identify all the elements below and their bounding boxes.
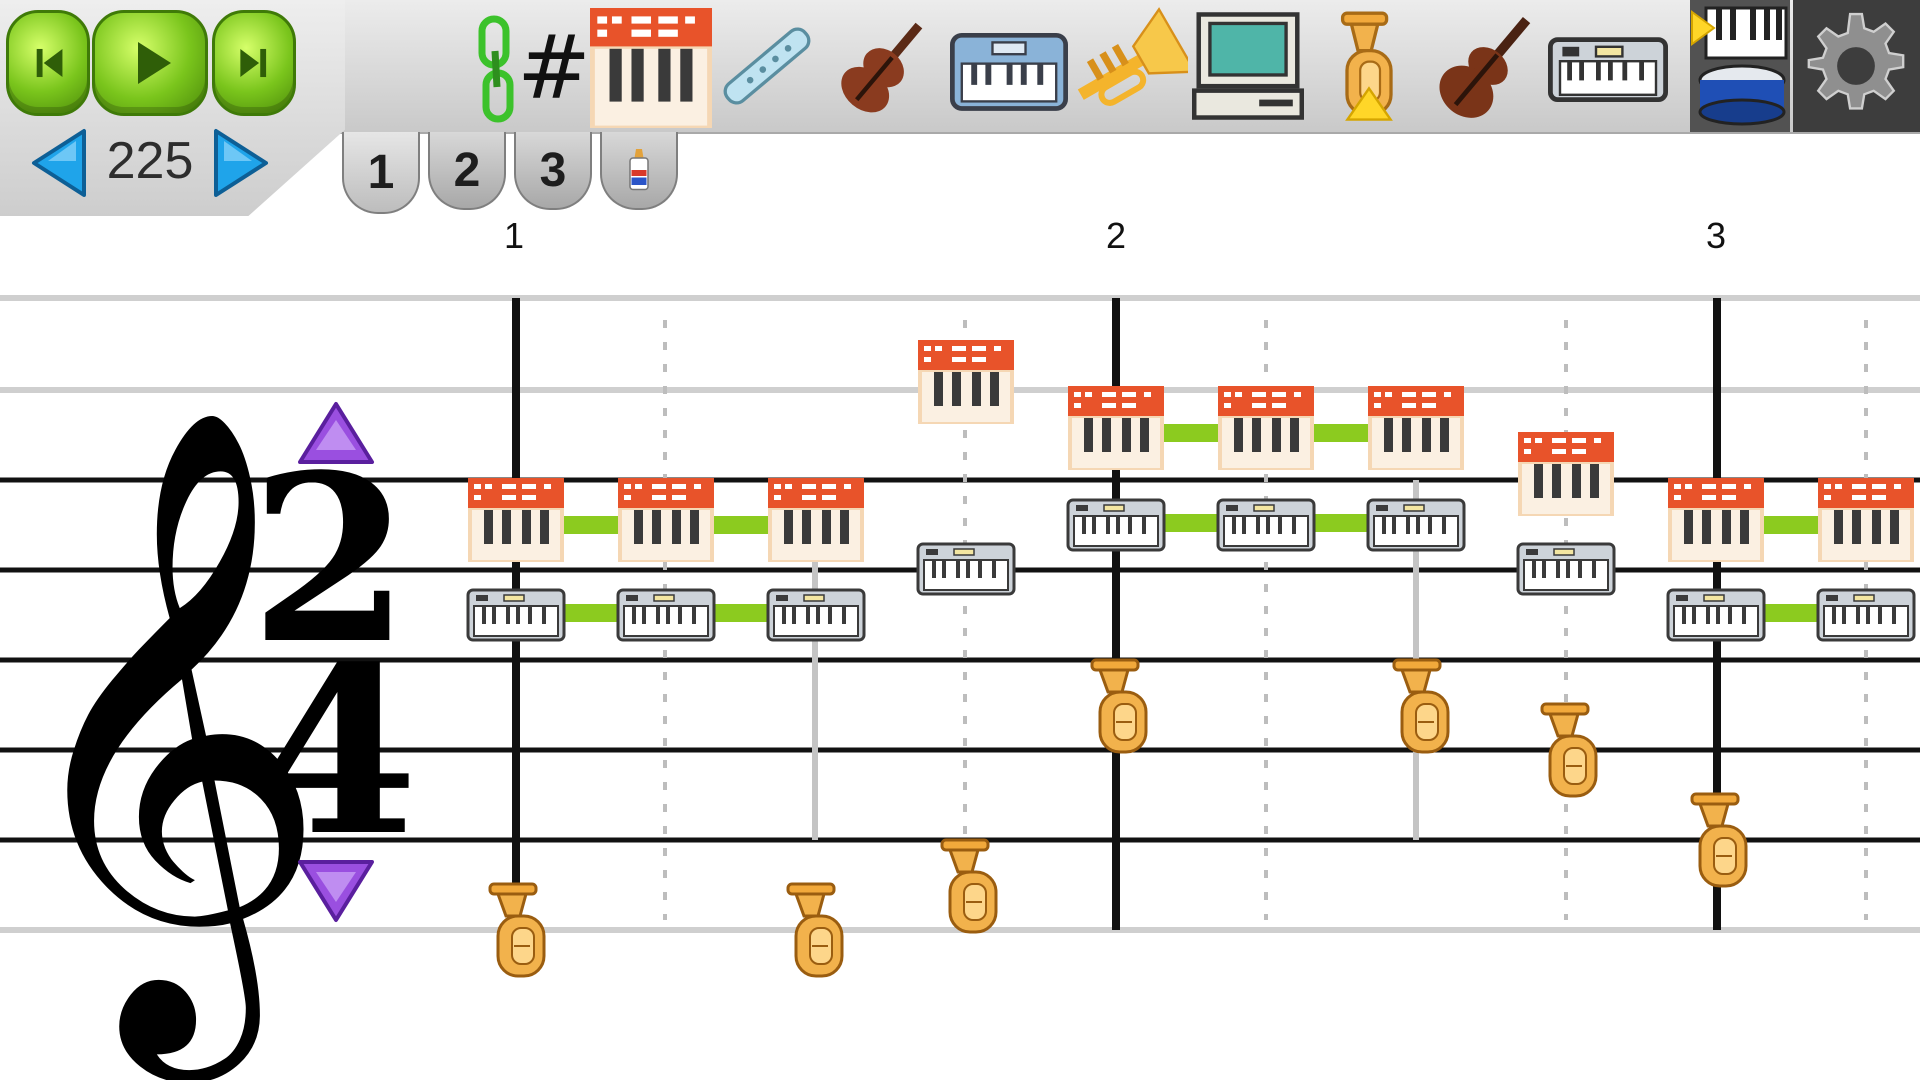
tab-page-1[interactable]: 1 [342, 132, 420, 214]
octave-up-icon[interactable] [298, 402, 374, 464]
electric-keyboard-icon[interactable] [1548, 6, 1668, 126]
settings-button[interactable] [1793, 0, 1920, 132]
cello-icon[interactable] [1428, 6, 1548, 126]
piano-note[interactable] [918, 340, 1014, 424]
score-staff[interactable]: 𝄞 2 4 [0, 210, 1920, 1080]
piano-note[interactable] [618, 478, 714, 562]
keyboard-note[interactable] [916, 542, 1016, 596]
trumpet-icon[interactable] [1068, 6, 1198, 126]
time-signature-top: 2 [250, 425, 410, 695]
next-button[interactable] [212, 10, 296, 116]
toolbar: # [0, 0, 1920, 134]
sharp-label: # [517, 16, 591, 119]
skip-forward-icon [239, 48, 266, 78]
tab-page-2-label: 2 [453, 143, 481, 197]
play-icon [138, 42, 171, 84]
measure-number-1: 1 [503, 215, 525, 256]
tuba-note[interactable] [1392, 658, 1450, 754]
measure-number-2: 2 [1105, 215, 1127, 256]
tuba-note[interactable] [1540, 702, 1598, 798]
link-icon[interactable] [466, 8, 526, 128]
piano-icon[interactable] [590, 8, 712, 128]
tempo-increase-icon[interactable] [212, 125, 272, 201]
piano-note[interactable] [468, 478, 564, 562]
piano-note[interactable] [1368, 386, 1464, 470]
previous-button[interactable] [6, 10, 90, 116]
piano-note[interactable] [1668, 478, 1764, 562]
flute-icon[interactable] [712, 6, 822, 126]
violin-icon[interactable] [830, 6, 940, 126]
computer-icon[interactable] [1192, 6, 1304, 126]
tab-page-2[interactable]: 2 [428, 132, 506, 210]
piano-note[interactable] [1068, 386, 1164, 470]
keyboard-note[interactable] [1366, 498, 1466, 552]
keyboard-note[interactable] [766, 588, 866, 642]
note-ties [564, 424, 1820, 622]
piano-note[interactable] [1518, 432, 1614, 516]
tab-page-3-label: 3 [539, 143, 567, 197]
tuba-note[interactable] [940, 838, 998, 934]
tuba-note[interactable] [1090, 658, 1148, 754]
keyboard-note[interactable] [616, 588, 716, 642]
tuba-note[interactable] [488, 882, 546, 978]
tab-page-3[interactable]: 3 [514, 132, 592, 210]
keyboard-note[interactable] [1516, 542, 1616, 596]
tempo-value: 225 [106, 132, 194, 190]
tuba-note[interactable] [786, 882, 844, 978]
tuba-icon[interactable] [1314, 6, 1424, 126]
synth-keyboard-icon[interactable] [950, 6, 1068, 126]
piano-note[interactable] [1818, 478, 1914, 562]
tab-page-1-label: 1 [367, 145, 395, 199]
drum-kit-icon[interactable] [1690, 0, 1790, 132]
keyboard-note[interactable] [466, 588, 566, 642]
octave-down-icon[interactable] [298, 860, 374, 922]
gear-icon [1807, 12, 1905, 110]
keyboard-note[interactable] [1816, 588, 1916, 642]
glue-button[interactable] [600, 132, 678, 210]
play-button[interactable] [92, 10, 208, 116]
glue-icon [629, 149, 649, 191]
keyboard-note[interactable] [1666, 588, 1766, 642]
keyboard-note[interactable] [1066, 498, 1166, 552]
piano-note[interactable] [768, 478, 864, 562]
tempo-decrease-icon[interactable] [28, 125, 88, 201]
treble-clef: 𝄞 [0, 401, 331, 1080]
time-signature-bottom: 4 [258, 617, 418, 887]
piano-note[interactable] [1218, 386, 1314, 470]
keyboard-note[interactable] [1216, 498, 1316, 552]
sharp-tool[interactable]: # [517, 8, 591, 128]
measure-number-3: 3 [1705, 215, 1727, 256]
tuba-note[interactable] [1690, 792, 1748, 888]
skip-back-icon [36, 48, 63, 78]
